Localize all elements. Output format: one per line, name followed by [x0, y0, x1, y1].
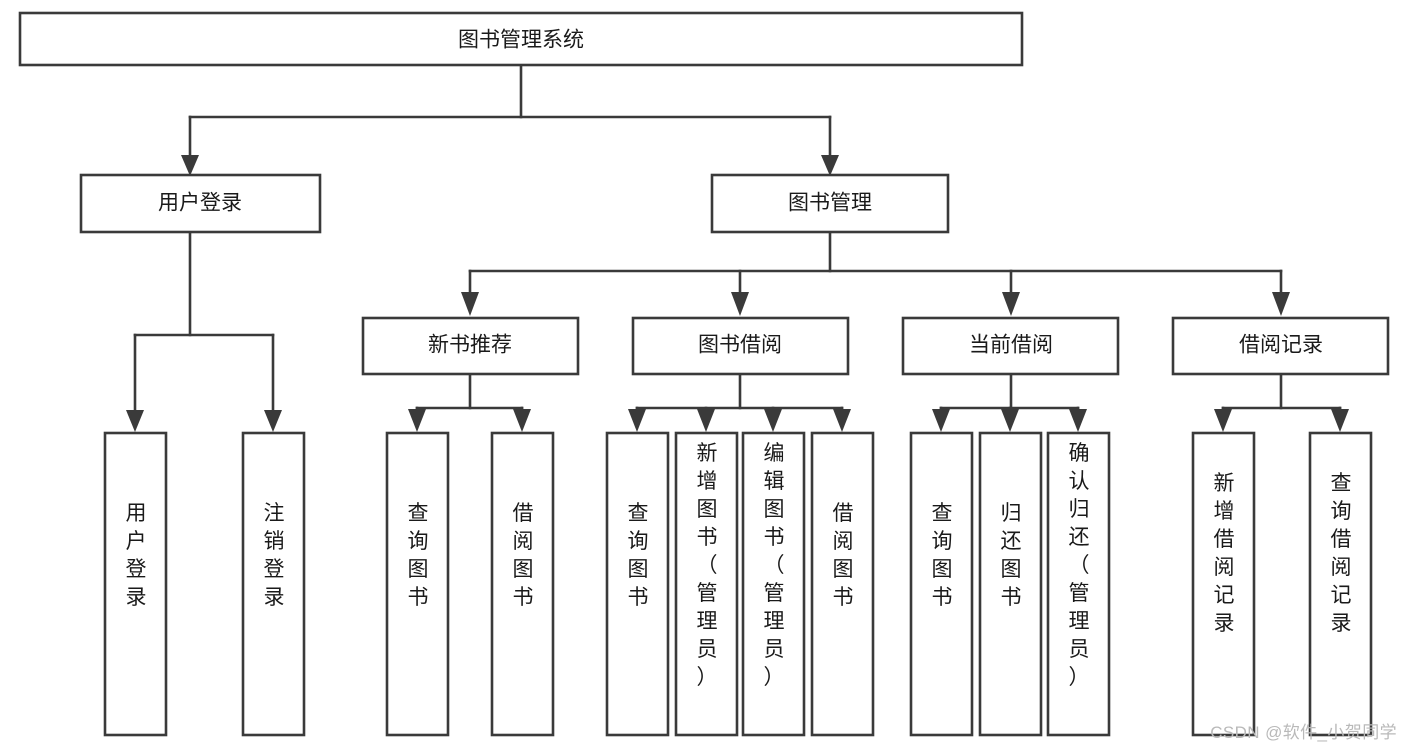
node-leaf-borrow-book-rec[interactable]: 借阅图书: [490, 431, 555, 737]
node-leaf-edit-book-admin-box[interactable]: [741, 431, 806, 737]
node-borrow-record-label: 借阅记录: [1239, 334, 1323, 357]
arrowhead-layer: [126, 155, 1349, 432]
node-user-login-label: 用户登录: [158, 192, 242, 215]
node-leaf-confirm-return-admin[interactable]: 确认归还（管理员）: [1046, 431, 1111, 737]
arrowhead-leaf-logout-login: [264, 410, 282, 432]
arrowhead-leaf-borrow-book: [833, 409, 851, 432]
node-leaf-query-book-rec-box[interactable]: [385, 431, 450, 737]
node-leaf-add-book-admin-box[interactable]: [674, 431, 739, 737]
node-leaf-user-login[interactable]: 用户登录: [103, 431, 168, 737]
arrowhead-current-borrow: [1002, 292, 1020, 316]
node-new-book-recommend-box[interactable]: [361, 316, 580, 376]
node-root-box[interactable]: [18, 11, 1024, 67]
node-book-borrow[interactable]: 图书借阅: [631, 316, 850, 376]
node-leaf-borrow-book-rec-label: 借阅图书: [513, 502, 534, 609]
arrowhead-borrow-record: [1272, 292, 1290, 316]
arrowhead-new-book-recommend: [461, 292, 479, 316]
node-root-label: 图书管理系统: [458, 29, 584, 52]
node-book-manage-label: 图书管理: [788, 192, 872, 215]
arrowhead-user-login: [181, 155, 199, 176]
node-leaf-query-book-borrow-box[interactable]: [605, 431, 670, 737]
arrowhead-leaf-add-book-admin: [697, 409, 715, 432]
node-leaf-edit-book-admin[interactable]: 编辑图书（管理员）: [741, 431, 806, 737]
arrowhead-leaf-query-borrow-record: [1331, 409, 1349, 432]
arrowhead-leaf-add-borrow-record: [1214, 409, 1232, 432]
arrowhead-leaf-confirm-return-admin: [1069, 409, 1087, 432]
node-leaf-query-book-rec[interactable]: 查询图书: [385, 431, 450, 737]
node-leaf-borrow-book-label: 借阅图书: [833, 502, 854, 609]
node-leaf-query-book-current-label: 查询图书: [932, 502, 953, 609]
arrowhead-leaf-query-book-current: [932, 409, 950, 432]
node-leaf-query-borrow-record-label: 查询借阅记录: [1331, 472, 1352, 635]
node-user-login[interactable]: 用户登录: [79, 173, 322, 234]
node-user-login-box[interactable]: [79, 173, 322, 234]
node-leaf-borrow-book-rec-box[interactable]: [490, 431, 555, 737]
node-current-borrow-label: 当前借阅: [969, 334, 1053, 357]
node-leaf-query-book-rec-label: 查询图书: [408, 502, 429, 609]
node-leaf-query-book-borrow-label: 查询图书: [628, 502, 649, 609]
node-leaf-logout-login-label: 注销登录: [264, 502, 285, 609]
arrowhead-leaf-user-login: [126, 410, 144, 432]
node-leaf-logout-login[interactable]: 注销登录: [241, 431, 306, 737]
node-leaf-query-borrow-record[interactable]: 查询借阅记录: [1308, 431, 1373, 737]
node-book-borrow-label: 图书借阅: [698, 334, 782, 357]
node-current-borrow-box[interactable]: [901, 316, 1120, 376]
arrowhead-leaf-borrow-book-rec: [513, 409, 531, 432]
node-leaf-add-borrow-record-box[interactable]: [1191, 431, 1256, 737]
arrowhead-leaf-return-book: [1001, 409, 1019, 432]
node-leaf-add-borrow-record-label: 新增借阅记录: [1214, 472, 1235, 635]
node-root[interactable]: 图书管理系统: [18, 11, 1024, 67]
node-book-manage[interactable]: 图书管理: [710, 173, 950, 234]
node-borrow-record-box[interactable]: [1171, 316, 1390, 376]
node-book-borrow-box[interactable]: [631, 316, 850, 376]
node-leaf-confirm-return-admin-label: 确认归还（管理员）: [1069, 442, 1090, 689]
node-leaf-logout-login-box[interactable]: [241, 431, 306, 737]
arrowhead-book-manage: [821, 155, 839, 176]
arrowhead-leaf-query-book-rec: [408, 409, 426, 432]
arrowhead-leaf-query-book-borrow: [628, 409, 646, 432]
node-leaf-borrow-book[interactable]: 借阅图书: [810, 431, 875, 737]
node-leaf-add-borrow-record[interactable]: 新增借阅记录: [1191, 431, 1256, 737]
node-new-book-recommend-label: 新书推荐: [428, 334, 512, 357]
node-leaf-query-book-current-box[interactable]: [909, 431, 974, 737]
node-leaf-query-book-borrow[interactable]: 查询图书: [605, 431, 670, 737]
node-leaf-user-login-box[interactable]: [103, 431, 168, 737]
node-new-book-recommend[interactable]: 新书推荐: [361, 316, 580, 376]
node-leaf-query-book-current[interactable]: 查询图书: [909, 431, 974, 737]
arrowhead-book-borrow: [731, 292, 749, 316]
node-leaf-return-book-box[interactable]: [978, 431, 1043, 737]
node-book-manage-box[interactable]: [710, 173, 950, 234]
node-leaf-return-book[interactable]: 归还图书: [978, 431, 1043, 737]
node-leaf-borrow-book-box[interactable]: [810, 431, 875, 737]
node-leaf-return-book-label: 归还图书: [1001, 502, 1022, 609]
node-leaf-edit-book-admin-label: 编辑图书（管理员）: [764, 442, 785, 689]
node-leaf-query-borrow-record-box[interactable]: [1308, 431, 1373, 737]
node-leaf-add-book-admin[interactable]: 新增图书（管理员）: [674, 431, 739, 737]
watermark-text: CSDN @软件_小贺同学: [1210, 723, 1397, 742]
node-leaf-confirm-return-admin-box[interactable]: [1046, 431, 1111, 737]
node-leaf-add-book-admin-label: 新增图书（管理员）: [697, 442, 718, 689]
arrowhead-leaf-edit-book-admin: [764, 409, 782, 432]
node-current-borrow[interactable]: 当前借阅: [901, 316, 1120, 376]
node-leaf-user-login-label: 用户登录: [126, 502, 147, 609]
node-borrow-record[interactable]: 借阅记录: [1171, 316, 1390, 376]
